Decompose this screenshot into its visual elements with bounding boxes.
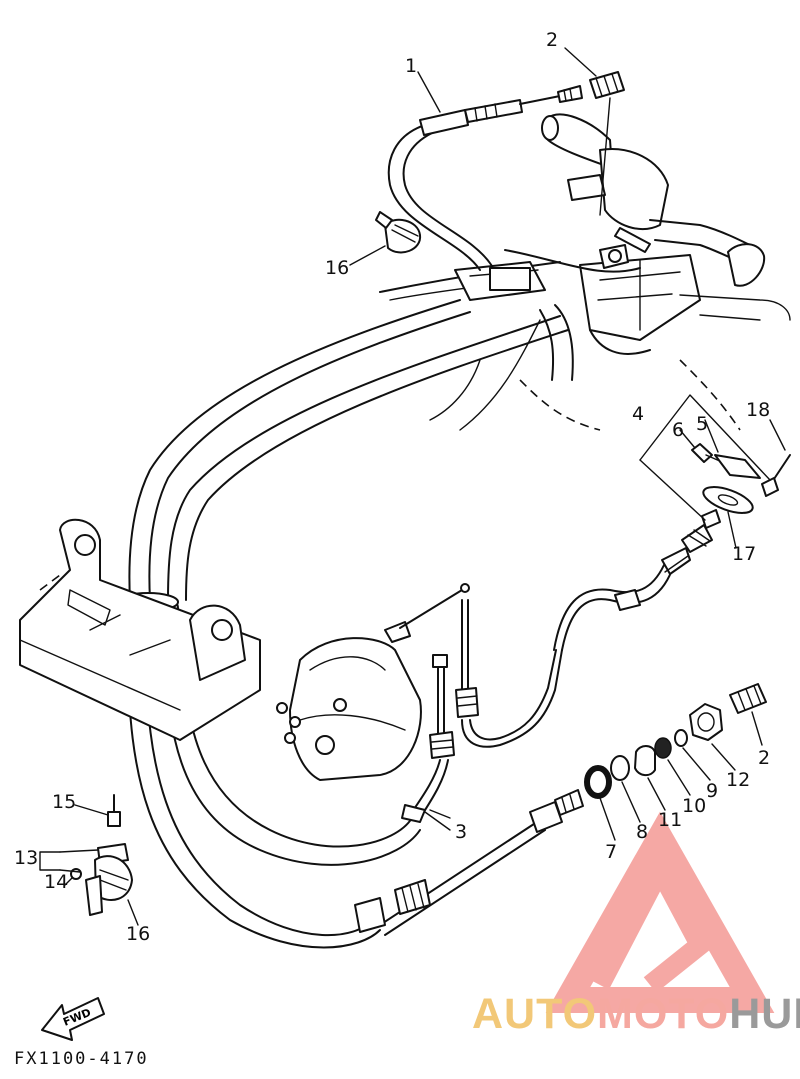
- callout-1: 1: [405, 55, 417, 77]
- callout-labels: 1 2 16 4 5 6 18 17 3 7 8 11 10 9 12 2 15…: [14, 29, 770, 945]
- choke-cable: [401, 654, 455, 823]
- watermark-part-moto: MOTO: [597, 990, 730, 1038]
- handlebar-assembly: [541, 113, 791, 341]
- hull-deck: [379, 261, 741, 431]
- watermark-part-hub: HUB: [729, 990, 800, 1038]
- callout-4: 4: [632, 403, 644, 425]
- callout-13: 13: [14, 847, 38, 869]
- watermark-logo: [545, 811, 775, 1013]
- cable-clamp-top: [375, 211, 422, 254]
- callout-5: 5: [696, 413, 708, 435]
- adjuster-nut-top: [589, 71, 625, 99]
- callout-18: 18: [746, 399, 770, 421]
- callout-17: 17: [732, 543, 756, 565]
- callout-8: 8: [636, 821, 648, 843]
- callout-11: 11: [658, 809, 682, 831]
- watermark-text: AUTOMOTOHUB: [472, 990, 800, 1039]
- fwd-arrow: FWD: [41, 997, 105, 1041]
- callout-15: 15: [52, 791, 76, 813]
- leader-lines: [349, 47, 786, 841]
- throttle-cable: [387, 85, 641, 273]
- watermark-part-auto: AUTO: [472, 990, 598, 1038]
- callout-3: 3: [455, 821, 467, 843]
- main-cable-bundle: [127, 299, 569, 949]
- callout-10: 10: [682, 795, 706, 817]
- carburetor: [276, 583, 470, 781]
- callout-9: 9: [706, 780, 718, 802]
- sender-assembly: [639, 394, 791, 521]
- speed-cable: [455, 509, 721, 748]
- clamp-assembly: [39, 794, 139, 926]
- callout-7: 7: [605, 841, 617, 863]
- callout-2-bottom: 2: [758, 747, 770, 769]
- callout-2-top: 2: [546, 29, 558, 51]
- diagram-reference-code: FX1100-4170: [14, 1049, 149, 1069]
- frame-bracket: [19, 518, 261, 741]
- cable-fittings: [354, 683, 767, 936]
- callout-6: 6: [672, 419, 684, 441]
- callout-16-top: 16: [325, 257, 349, 279]
- callout-14: 14: [44, 871, 68, 893]
- callout-12: 12: [726, 769, 750, 791]
- callout-16-bottom: 16: [126, 923, 150, 945]
